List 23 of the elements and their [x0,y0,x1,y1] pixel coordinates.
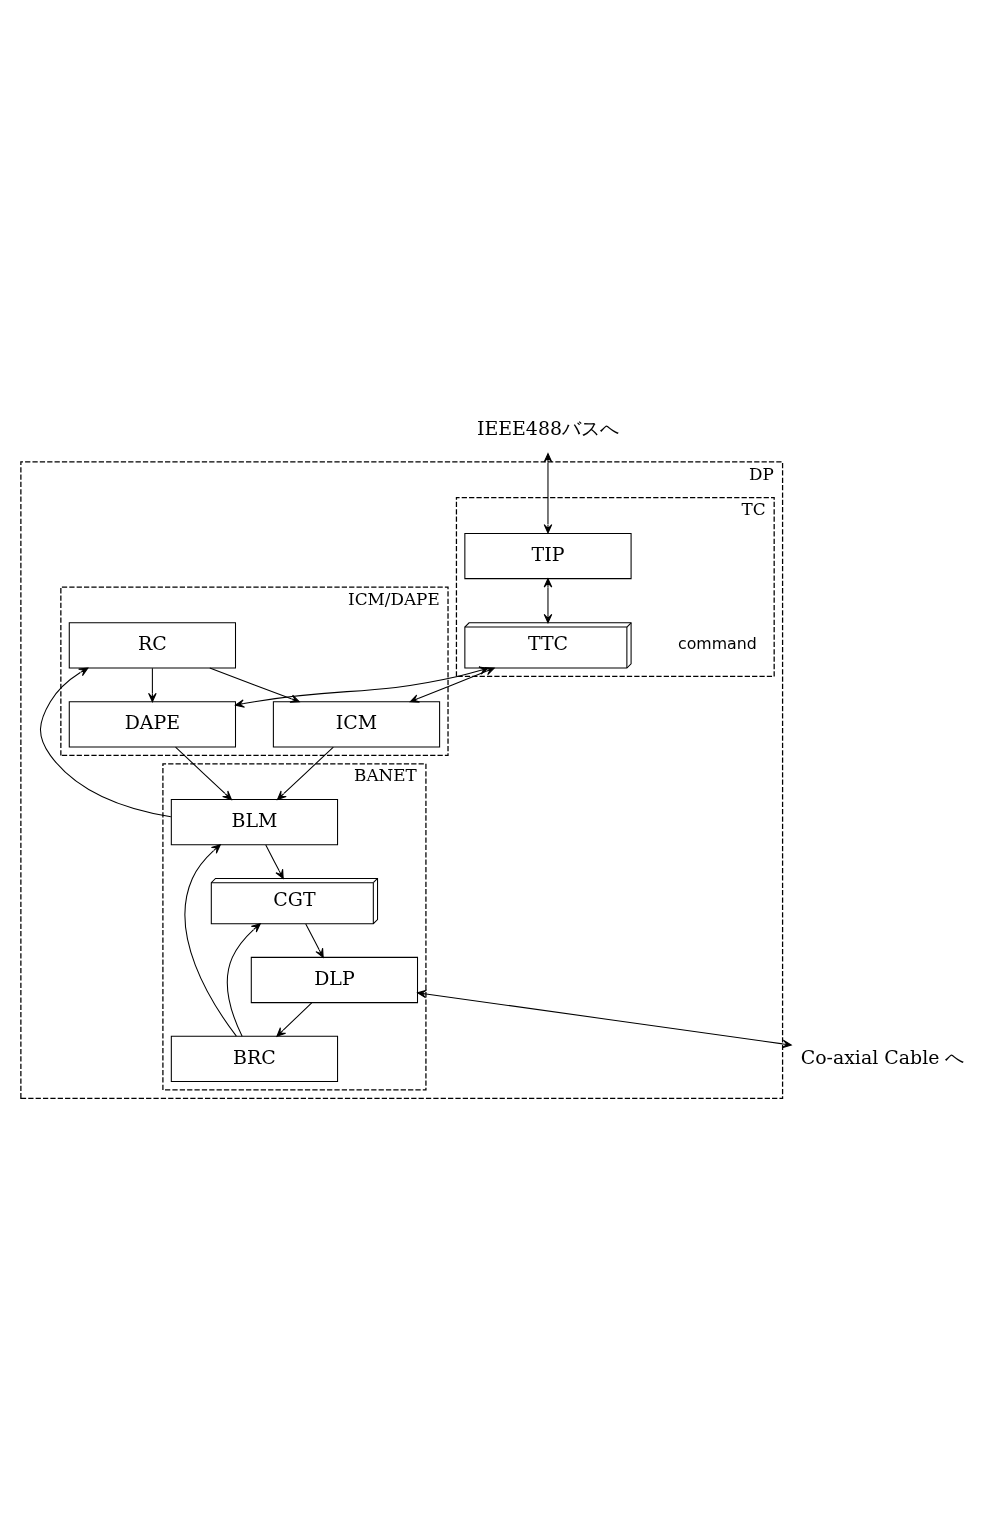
node-box: BLM [170,799,339,846]
arrow [226,923,261,1037]
arrow [543,453,553,534]
node-box: DLP [250,956,419,1004]
arrow [209,667,300,703]
node-box: DAPE [68,701,237,748]
arrow [184,844,237,1037]
arrow [417,989,792,1049]
node-label: command [678,634,757,654]
arrow [39,667,172,818]
node-box: TIP [464,532,632,580]
arrow [276,1002,313,1037]
node-box: RC [68,622,237,669]
node-box: BRC [170,1035,339,1083]
node-text: IEEE488バスへ [476,417,619,440]
node-text: Co-axial Cable へ [800,1045,965,1068]
arrow [305,923,324,958]
arrow [148,667,157,703]
arrow [175,746,232,801]
arrow [276,746,334,801]
node-box: ICM [272,701,441,748]
arrow [265,844,284,879]
arrow [543,578,553,624]
